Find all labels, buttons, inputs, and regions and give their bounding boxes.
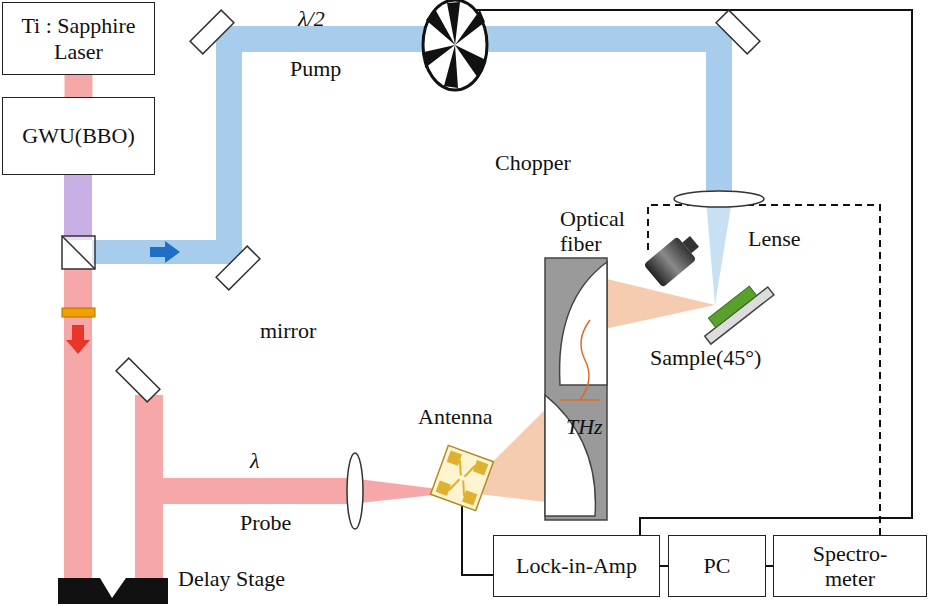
parabolic-mirror: [545, 258, 607, 520]
laser-beam: [78, 75, 79, 97]
instrument-box: Lock-in-Amp: [493, 535, 660, 597]
pump-beam: [216, 26, 242, 264]
part-label: Antenna: [418, 404, 493, 429]
direction-arrow: [150, 241, 180, 263]
beam-label: Pump: [290, 56, 341, 81]
optic-label: λ/2: [298, 6, 325, 31]
beam-splitter: [62, 236, 95, 269]
reference-wire: [455, 5, 912, 535]
shg-beam: [64, 175, 92, 240]
filter-plate: [62, 308, 95, 317]
part-label: Delay Stage: [178, 566, 285, 591]
part-label: Chopper: [495, 150, 571, 175]
beam-label: Probe: [240, 510, 291, 535]
signal-wire: [660, 566, 668, 567]
beam-label: λ: [250, 448, 260, 473]
part-label: Lense: [748, 226, 801, 251]
direction-arrow: [66, 325, 90, 354]
sample: [697, 277, 774, 344]
part-label: mirror: [260, 318, 316, 343]
laser-box: Ti : Sapphire Laser: [2, 2, 155, 75]
pump-beam: [706, 26, 732, 198]
box-text: Lock-in-Amp: [516, 553, 637, 578]
photoconductive-antenna: [431, 445, 494, 510]
crystal-box: GWU(BBO): [2, 97, 155, 175]
optical-fiber: [644, 230, 705, 288]
lens: [674, 191, 764, 207]
pump-focus: [706, 200, 732, 305]
computer-box: PC: [668, 535, 766, 597]
box-text: PC: [704, 553, 731, 578]
delay-stage: [58, 578, 168, 604]
part-label: Optical fiber: [560, 206, 640, 257]
lens: [347, 453, 363, 529]
mirror: [116, 358, 160, 402]
beam-label: THz: [566, 414, 603, 439]
box-text: Spectro- meter: [803, 541, 898, 592]
chopper-wheel: [423, 0, 487, 90]
mirror: [216, 246, 260, 290]
instrument-box: Spectro- meter: [773, 535, 927, 597]
antenna-wire: [462, 500, 493, 575]
part-label: Sample(45°): [650, 345, 761, 370]
mirror: [716, 10, 760, 54]
box-text: GWU(BBO): [22, 123, 134, 148]
probe-beam: [135, 478, 350, 504]
signal-wire: [766, 566, 773, 567]
beam-splitter: [62, 236, 95, 269]
box-text: Ti : Sapphire Laser: [14, 13, 144, 64]
mirror: [190, 10, 234, 54]
